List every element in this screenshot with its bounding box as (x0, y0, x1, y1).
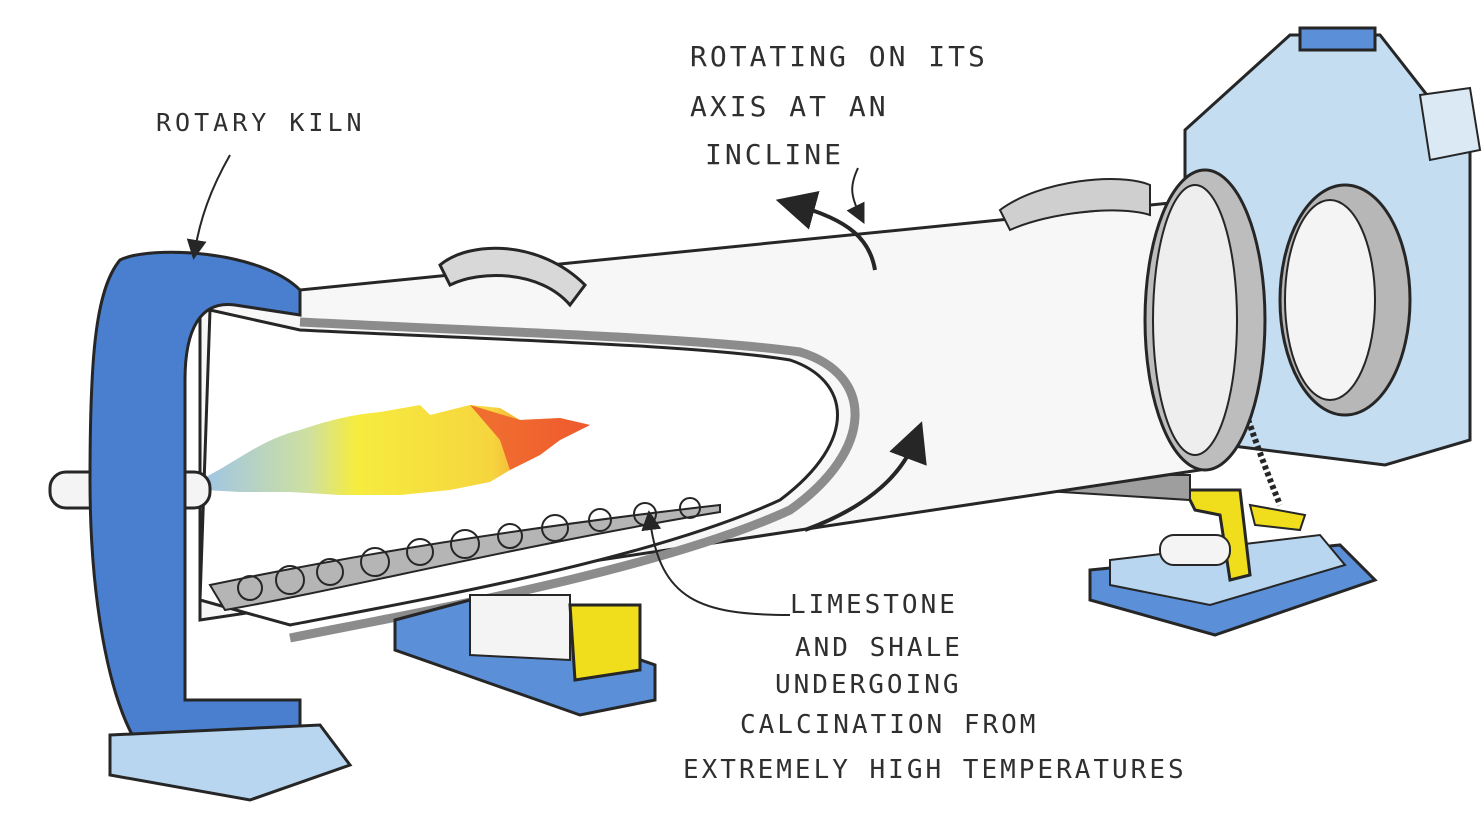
material-label-line-1: Limestone (790, 590, 958, 620)
material-label-line-3: undergoing (775, 670, 962, 700)
rotation-label-leader (852, 168, 860, 215)
rotation-label-line-2: axis at an (690, 90, 889, 123)
rotation-label-line-1: Rotating on its (690, 40, 988, 73)
rotary-kiln-label: Rotary Kiln (156, 108, 366, 137)
kiln-support-middle (395, 595, 655, 715)
material-label-line-5: extremely high temperatures (683, 755, 1187, 785)
rotation-label-line-3: incline (705, 138, 844, 171)
material-label-line-4: calcination from (740, 710, 1038, 740)
material-label-line-2: and shale (795, 633, 963, 663)
kiln-label-leader (195, 155, 230, 250)
